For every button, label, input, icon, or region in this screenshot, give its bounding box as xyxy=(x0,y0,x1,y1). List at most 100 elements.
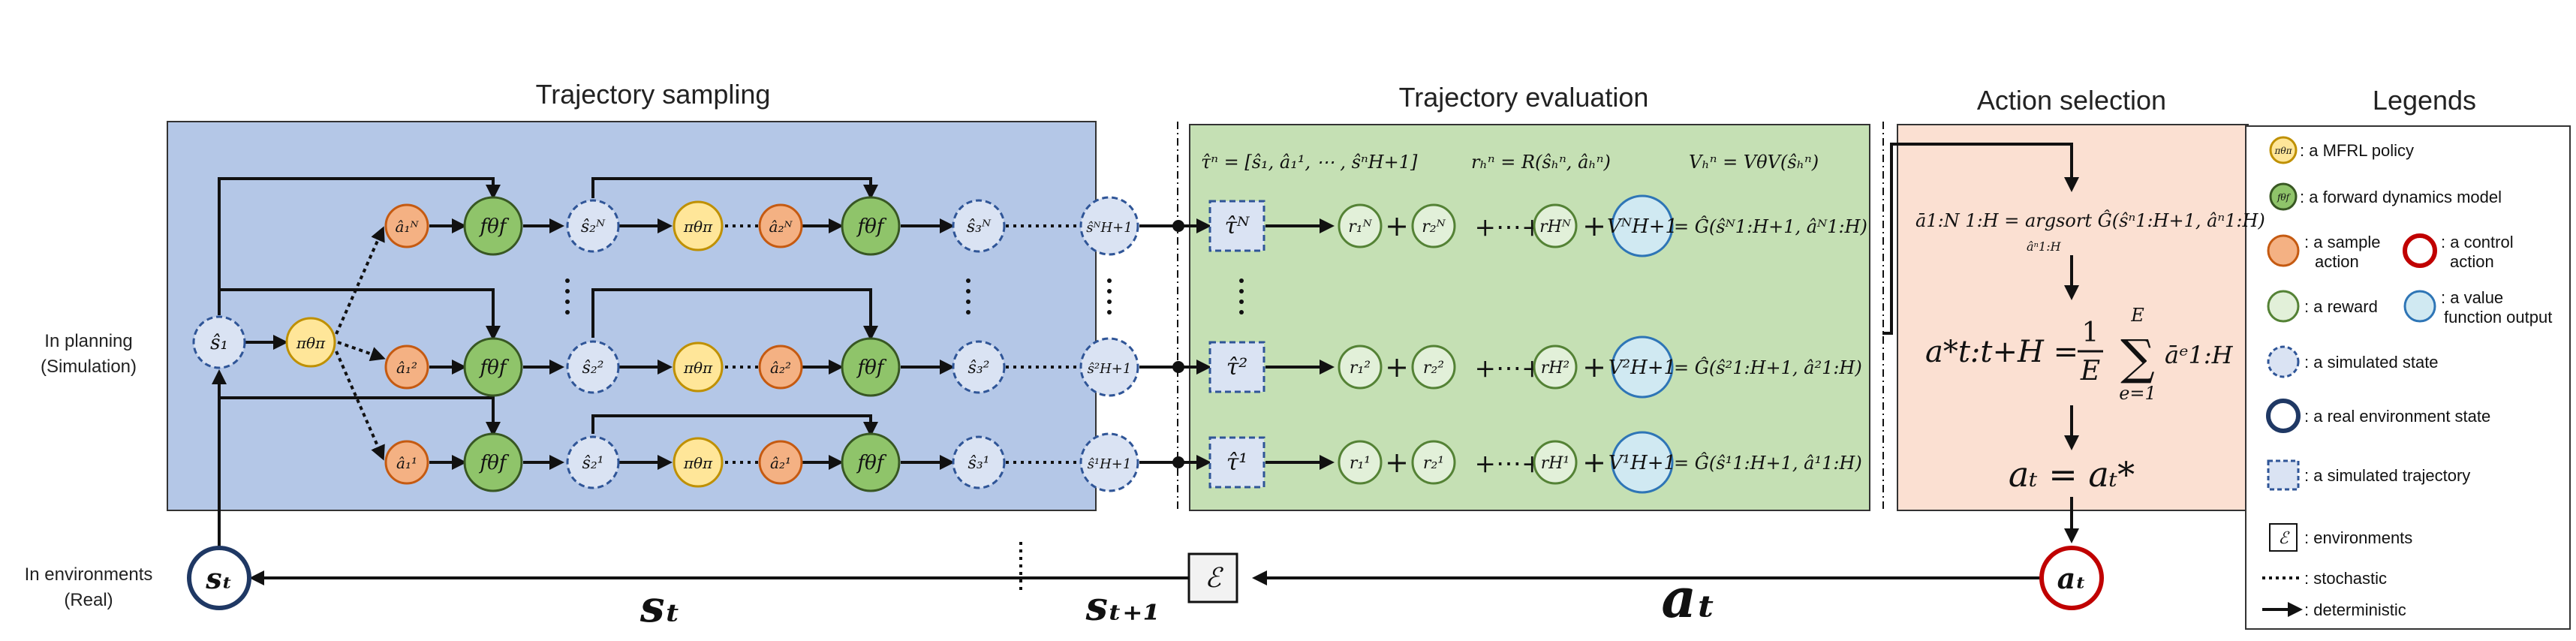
svg-text:πθπ: πθπ xyxy=(683,454,713,472)
svg-text:ŝᴺH+1: ŝᴺH+1 xyxy=(1086,220,1132,236)
eq-value-def: Vₕⁿ = VθV(ŝₕⁿ) xyxy=(1689,152,1819,173)
svg-text:â₂ᴺ: â₂ᴺ xyxy=(769,218,793,236)
svg-text:ŝ₂¹: ŝ₂¹ xyxy=(582,454,604,473)
svg-text:+: + xyxy=(1582,209,1606,242)
svg-text:ŝ¹H+1: ŝ¹H+1 xyxy=(1088,456,1132,472)
svg-text:+: + xyxy=(1385,446,1409,479)
sampling-arrows xyxy=(218,177,1211,470)
svg-text:: environments: : environments xyxy=(2304,528,2412,547)
svg-text:r₂¹: r₂¹ xyxy=(1423,454,1444,473)
panel-legends xyxy=(2245,125,2571,630)
svg-text:fθf: fθf xyxy=(479,357,510,379)
svg-text:āᵉ1:H: āᵉ1:H xyxy=(2165,341,2234,369)
svg-text:V²H+1: V²H+1 xyxy=(1608,357,1676,379)
node-policy-main: πθπ xyxy=(285,317,336,368)
eval-row-1: τ̂¹ r₁¹ + r₂¹ +⋯+ rH¹ + V¹H+1 = Ĝ(ŝ¹1:H+… xyxy=(1208,431,1862,494)
svg-text:VᴺH+1: VᴺH+1 xyxy=(1607,215,1678,238)
row-2-nodes: â₁² fθf ŝ₂² πθπ â₂² fθf ŝ₃² ŝ²H+1 xyxy=(384,337,1139,397)
svg-text:∑: ∑ xyxy=(2120,330,2155,386)
bottom-arrows xyxy=(212,369,2042,585)
legend-simulated-state: : a simulated state xyxy=(2267,345,2439,378)
svg-text:ŝ₃¹: ŝ₃¹ xyxy=(968,454,990,473)
junction-dots xyxy=(1172,220,1184,468)
svg-text:= Ĝ(ŝ¹1:H+1, â¹1:H): = Ĝ(ŝ¹1:H+1, â¹1:H) xyxy=(1674,452,1862,474)
svg-text:r₂²: r₂² xyxy=(1423,359,1444,378)
svg-text:â₂²: â₂² xyxy=(770,359,791,377)
svg-text:rHᴺ: rHᴺ xyxy=(1539,218,1572,236)
eq-argsort: ā1:N 1:H = argsort Ĝ(ŝⁿ1:H+1, âⁿ1:H) xyxy=(1915,209,2265,231)
vertical-ellipsis-sampling xyxy=(565,278,1244,314)
svg-text:+⋯+: +⋯+ xyxy=(1475,354,1543,384)
svg-text:fθf: fθf xyxy=(479,215,510,238)
svg-text:â₂¹: â₂¹ xyxy=(770,454,791,472)
svg-text:ŝ₂²: ŝ₂² xyxy=(582,359,604,378)
svg-text:= Ĝ(ŝᴺ1:H+1, âᴺ1:H): = Ĝ(ŝᴺ1:H+1, âᴺ1:H) xyxy=(1674,215,1867,237)
svg-text:â₁¹: â₁¹ xyxy=(396,454,417,472)
svg-text:+: + xyxy=(1582,351,1606,384)
svg-text:: a forward dynamics model: : a forward dynamics model xyxy=(2300,188,2502,206)
svg-text:â₁²: â₁² xyxy=(396,359,417,377)
eq-mean: a*t:t+H = 1 E E ∑ e=1 āᵉ1:H xyxy=(1925,305,2234,404)
svg-text:r₁¹: r₁¹ xyxy=(1350,454,1371,473)
eval-row-2: τ̂² r₁² + r₂² +⋯+ rH² + V²H+1 = Ĝ(ŝ²1:H+… xyxy=(1208,336,1862,399)
svg-text:+: + xyxy=(1582,446,1606,479)
svg-text:: a control: : a control xyxy=(2441,233,2514,251)
legend-real-state: : a real environment state xyxy=(2266,399,2490,433)
svg-text:: a simulated trajectory: : a simulated trajectory xyxy=(2304,466,2470,485)
svg-text:ℰ: ℰ xyxy=(1205,563,1223,594)
svg-text:τ̂¹: τ̂¹ xyxy=(1226,450,1248,476)
legend-policy: πθπ : a MFRL policy xyxy=(2269,136,2414,164)
svg-text:1: 1 xyxy=(2082,317,2099,348)
eq-final-action: aₜ = aₜ* xyxy=(2009,454,2135,495)
svg-text:ŝ₂ᴺ: ŝ₂ᴺ xyxy=(581,218,606,236)
row-n-nodes: â₁ᴺ fθf ŝ₂ᴺ πθπ â₂ᴺ fθf ŝ₃ᴺ ŝᴺH+1 xyxy=(384,196,1139,256)
svg-text:a*t:t+H =: a*t:t+H = xyxy=(1925,335,2078,369)
svg-text:fθf: fθf xyxy=(856,357,887,379)
legend-environment: ℰ : environments xyxy=(2269,523,2412,552)
heading-action-selection: Action selection xyxy=(1977,85,2166,116)
label-in-planning: In planning xyxy=(44,331,132,351)
svg-text:function output: function output xyxy=(2444,308,2552,327)
heading-legends: Legends xyxy=(2373,85,2476,116)
svg-text:πθπ: πθπ xyxy=(296,334,326,352)
svg-text:E: E xyxy=(2130,305,2144,326)
svg-text:r₂ᴺ: r₂ᴺ xyxy=(1422,218,1446,236)
eq-argsort-sub: âⁿ1:H xyxy=(2027,239,2062,254)
node-real-state: sₜ xyxy=(187,546,251,610)
svg-text:: a value: : a value xyxy=(2441,288,2503,307)
label-st-arrow: sₜ xyxy=(639,581,681,632)
svg-text:+: + xyxy=(1385,351,1409,384)
svg-text:â₁ᴺ: â₁ᴺ xyxy=(396,218,420,236)
svg-text:action: action xyxy=(2315,252,2359,271)
panel-trajectory-evaluation xyxy=(1189,124,1870,511)
svg-text:: deterministic: : deterministic xyxy=(2304,600,2406,619)
eval-row-n: τ̂ᴺ r₁ᴺ + r₂ᴺ +⋯+ rHᴺ + VᴺH+1 = Ĝ(ŝᴺ1:H+… xyxy=(1208,194,1867,257)
svg-text:ℰ: ℰ xyxy=(2278,529,2290,548)
label-real: (Real) xyxy=(64,590,113,610)
svg-text:: a sample: : a sample xyxy=(2304,233,2381,251)
legend-value: : a value function output xyxy=(2403,288,2552,327)
row-1-nodes: â₁¹ fθf ŝ₂¹ πθπ â₂¹ fθf ŝ₃¹ ŝ¹H+1 xyxy=(384,432,1139,492)
svg-text:E: E xyxy=(2080,356,2100,387)
label-st1-arrow: sₜ₊₁ xyxy=(1085,584,1160,630)
svg-text:+: + xyxy=(1385,209,1409,242)
box-environment: ℰ xyxy=(1187,552,1238,603)
evaluation-arrows xyxy=(1265,218,1335,470)
svg-text:: a simulated state: : a simulated state xyxy=(2304,353,2439,372)
svg-text:+⋯+: +⋯+ xyxy=(1475,449,1543,479)
svg-text:τ̂²: τ̂² xyxy=(1226,354,1248,381)
svg-text:: a real environment state: : a real environment state xyxy=(2304,407,2490,426)
eq-trajectory-def: τ̂ⁿ = [ŝ₁, â₁¹, ⋯ , ŝⁿH+1] xyxy=(1201,152,1418,173)
legend-deterministic: : deterministic xyxy=(2262,600,2406,619)
heading-trajectory-sampling: Trajectory sampling xyxy=(536,79,771,110)
svg-text:τ̂ᴺ: τ̂ᴺ xyxy=(1224,213,1250,239)
svg-text:ŝ₁: ŝ₁ xyxy=(210,332,228,354)
svg-text:rH²: rH² xyxy=(1541,359,1570,378)
eq-reward-def: rₕⁿ = R(ŝₕⁿ, âₕⁿ) xyxy=(1471,152,1611,173)
svg-text:ŝ₃ᴺ: ŝ₃ᴺ xyxy=(967,218,992,236)
svg-text:πθπ: πθπ xyxy=(683,218,713,236)
svg-text:ŝ²H+1: ŝ²H+1 xyxy=(1088,361,1132,377)
svg-text:: a MFRL policy: : a MFRL policy xyxy=(2300,141,2414,160)
svg-text:sₜ: sₜ xyxy=(205,561,232,595)
svg-text:e=1: e=1 xyxy=(2119,383,2156,404)
